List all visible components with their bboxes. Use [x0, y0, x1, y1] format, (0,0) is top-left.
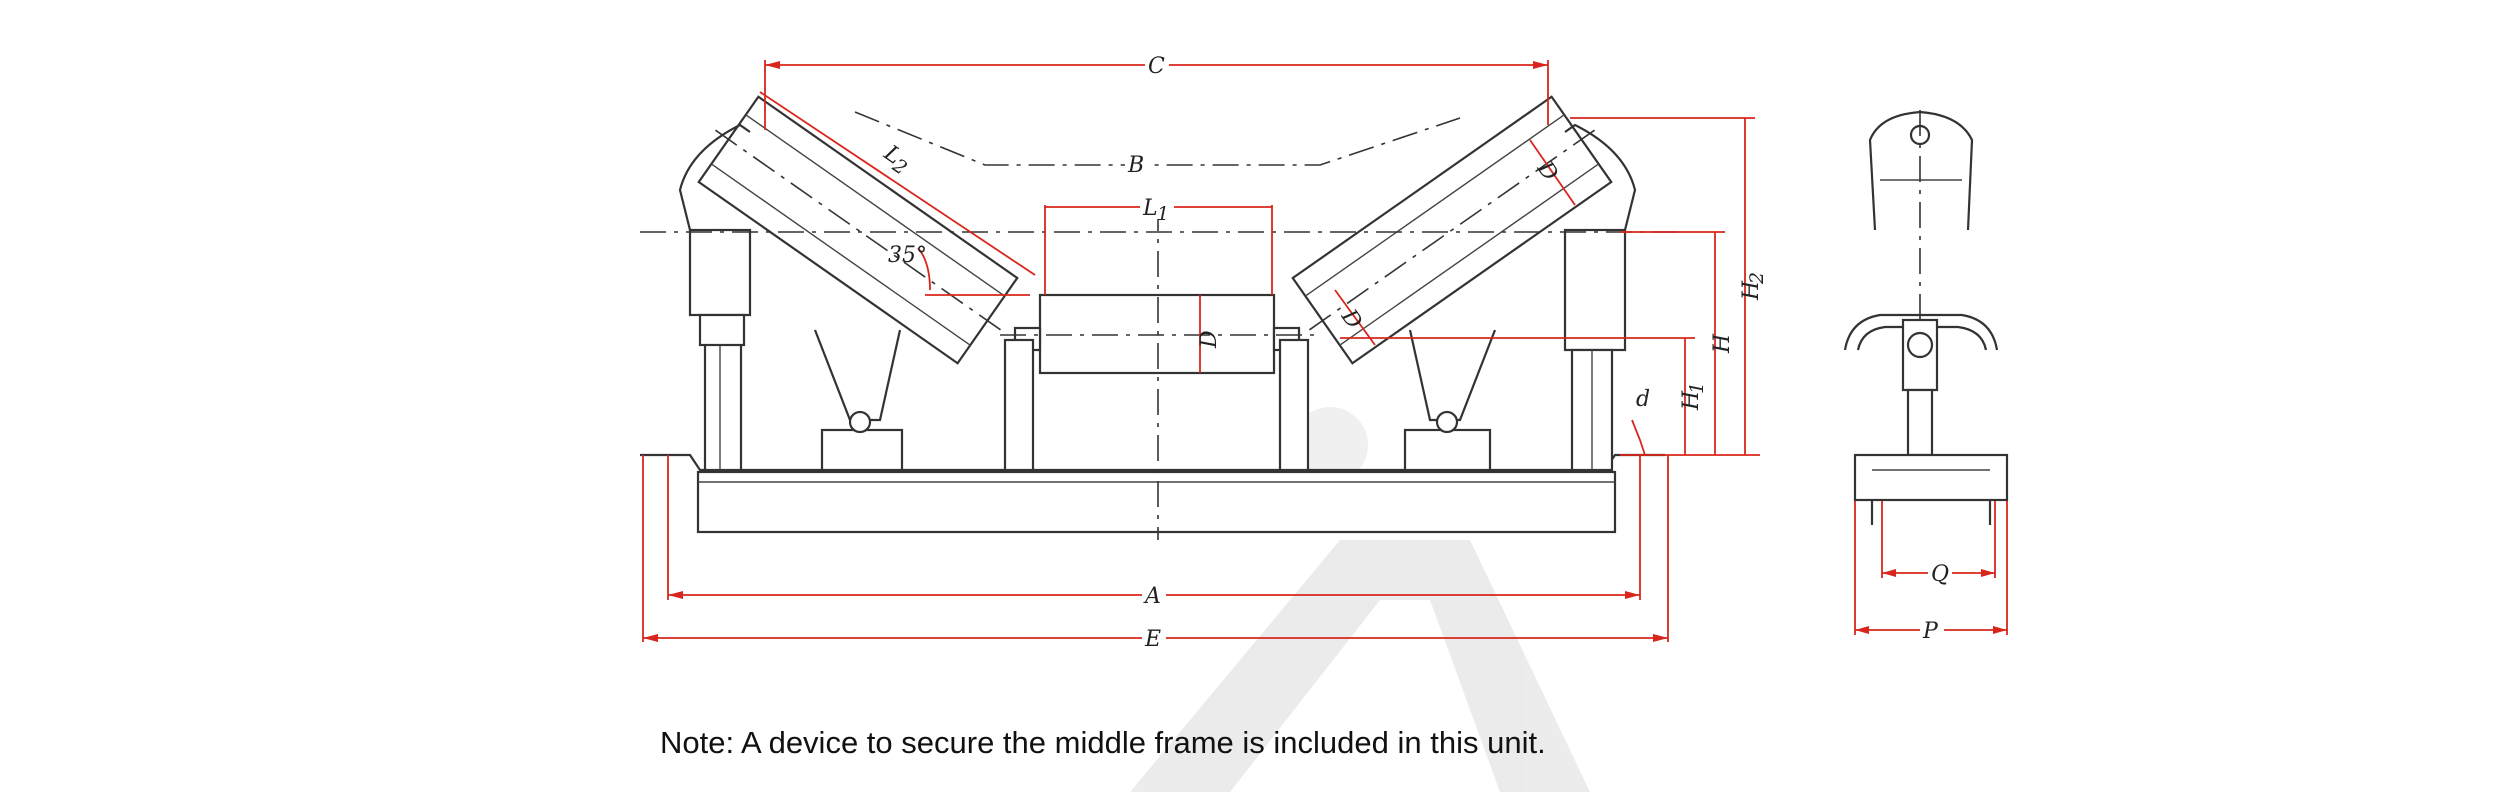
watermark-logo: [1130, 407, 1590, 792]
belt-profile: [854, 111, 1461, 166]
label-h1: H: [1679, 390, 1704, 411]
side-view: [1843, 110, 2009, 525]
label-d-small: d: [1636, 387, 1650, 412]
left-bracket: [678, 123, 751, 231]
label-c: C: [1148, 54, 1165, 79]
label-h1-sub: 1: [1686, 382, 1708, 394]
label-a: A: [1143, 584, 1161, 609]
center-roller: [1038, 293, 1276, 375]
left-wing-roller: [697, 95, 1019, 365]
right-bracket: [1564, 123, 1637, 231]
label-angle: 35°: [888, 243, 927, 268]
label-e: E: [1144, 627, 1161, 652]
label-l1-sub: 1: [1157, 203, 1169, 225]
label-d: D: [1197, 330, 1222, 349]
left-post-head: [688, 228, 752, 317]
label-p: P: [1922, 619, 1939, 644]
right-post-head: [1563, 228, 1627, 352]
label-h: H: [1710, 333, 1735, 354]
label-h2-sub: 2: [1746, 272, 1768, 285]
label-l1: L: [1142, 196, 1158, 221]
label-h2: H: [1739, 280, 1764, 301]
base-beam: [696, 470, 1617, 534]
footnote: Note: A device to secure the middle fram…: [660, 725, 1546, 760]
label-q: Q: [1931, 562, 1949, 587]
front-view: [640, 95, 1680, 540]
base-flange: [640, 453, 1665, 472]
label-b: B: [1127, 153, 1144, 178]
left-post: [703, 338, 743, 472]
